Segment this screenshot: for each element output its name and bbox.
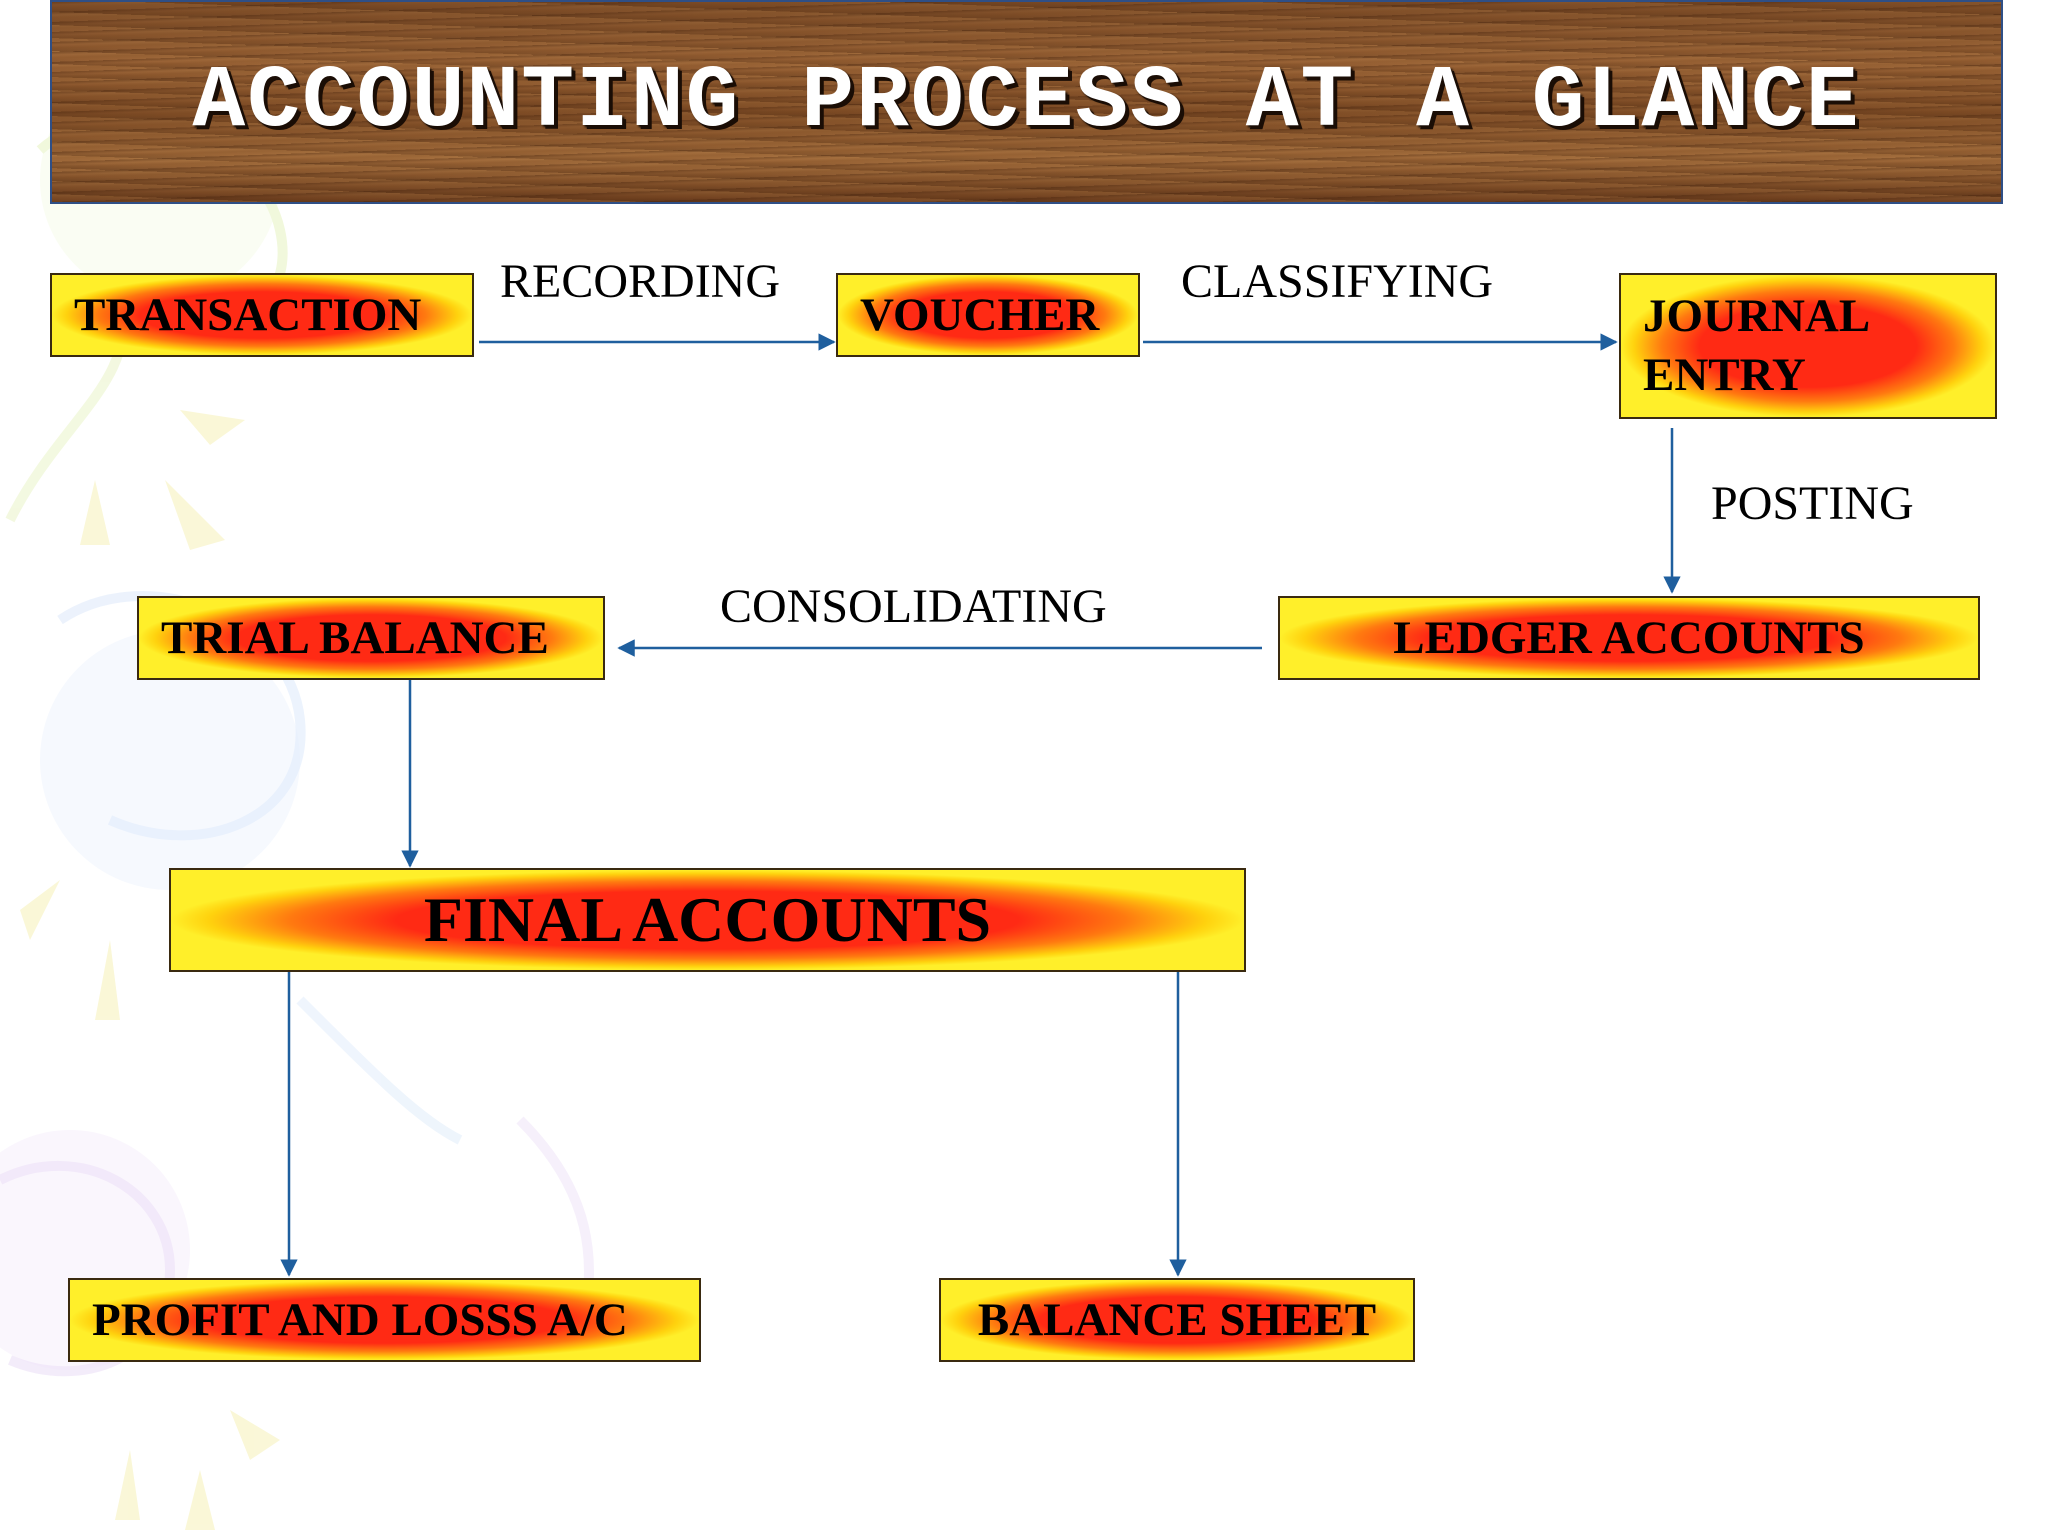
edge-label-consolidating: CONSOLIDATING (720, 580, 1107, 633)
deco-spike (230, 1410, 280, 1460)
deco-spike (20, 880, 60, 940)
node-journal-entry-line2: ENTRY (1643, 349, 1806, 401)
node-profit-and-loss: PROFIT AND LOSSS A/C (68, 1278, 701, 1362)
edge-label-posting: POSTING (1711, 477, 1914, 530)
node-transaction-label: TRANSACTION (74, 289, 422, 341)
node-ledger-accounts-label: LEDGER ACCOUNTS (1393, 612, 1865, 664)
page-title: ACCOUNTING PROCESS AT A GLANCE (192, 52, 1861, 152)
deco-spike (180, 410, 245, 445)
deco-swirl-blue-2 (296, 996, 463, 1145)
edge-label-classifying: CLASSIFYING (1181, 255, 1494, 308)
deco-spike (115, 1450, 140, 1520)
node-journal-entry: JOURNAL ENTRY (1619, 273, 1997, 419)
node-voucher-label: VOUCHER (860, 289, 1100, 341)
node-transaction: TRANSACTION (50, 273, 474, 357)
edge-label-recording: RECORDING (500, 255, 781, 308)
deco-spike (95, 940, 120, 1020)
deco-spike (80, 480, 110, 545)
title-banner: ACCOUNTING PROCESS AT A GLANCE (50, 0, 2003, 204)
node-final-accounts: FINAL ACCOUNTS (169, 868, 1246, 972)
deco-swirl-purple (0, 1160, 176, 1377)
deco-spike (185, 1470, 215, 1530)
node-ledger-accounts: LEDGER ACCOUNTS (1278, 596, 1980, 680)
node-voucher: VOUCHER (836, 273, 1140, 357)
node-trial-balance: TRIAL BALANCE (137, 596, 605, 680)
deco-spike (165, 480, 225, 550)
node-journal-entry-line1: JOURNAL (1643, 290, 1871, 343)
node-trial-balance-label: TRIAL BALANCE (161, 612, 549, 664)
deco-bubble-blue (40, 630, 300, 890)
node-balance-sheet: BALANCE SHEET (939, 1278, 1415, 1362)
node-final-accounts-label: FINAL ACCOUNTS (423, 884, 992, 955)
node-profit-and-loss-label: PROFIT AND LOSSS A/C (92, 1294, 628, 1346)
node-balance-sheet-label: BALANCE SHEET (977, 1294, 1377, 1346)
